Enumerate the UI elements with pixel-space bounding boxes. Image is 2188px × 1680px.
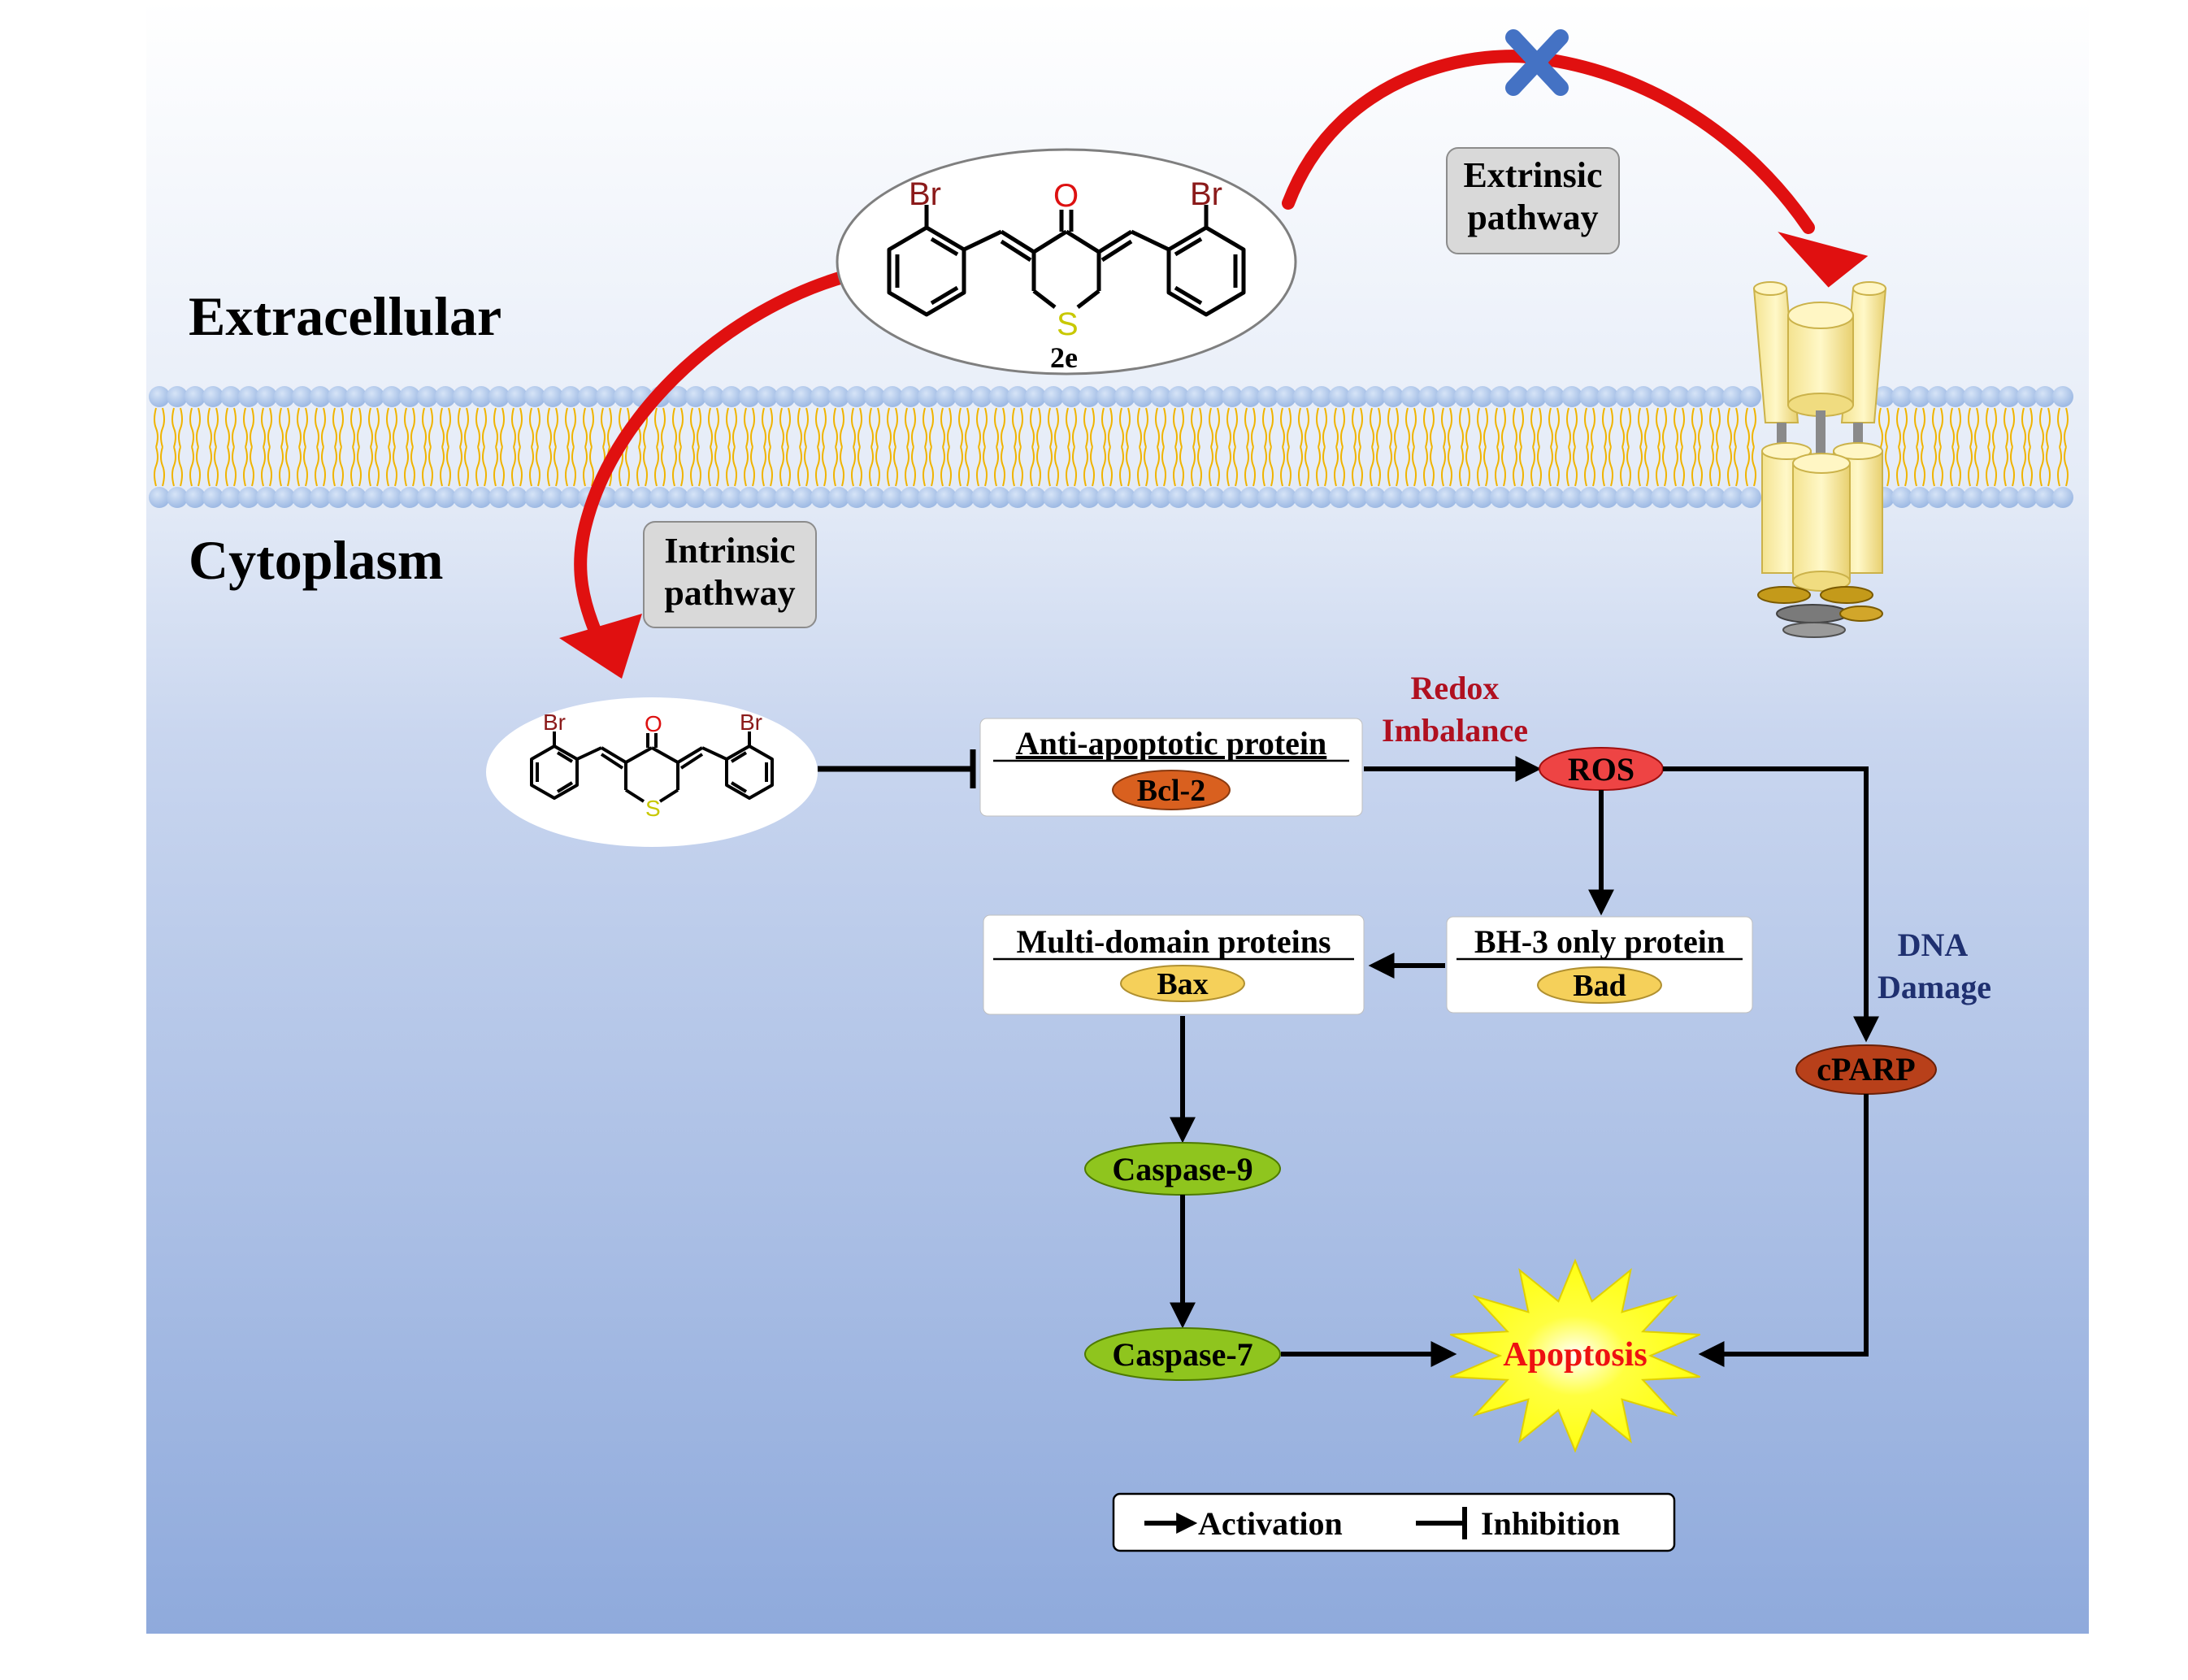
bax-node <box>1120 965 1245 1002</box>
redox-label-1: Redox <box>1411 670 1500 706</box>
arrow-cparp-apoptosis <box>1698 1094 1869 1367</box>
svg-text:Intrinsic: Intrinsic <box>664 531 795 571</box>
legend-inhibition-label: Inhibition <box>1481 1505 1620 1542</box>
cell-membrane <box>149 386 2073 508</box>
svg-text:Br: Br <box>740 710 762 735</box>
dna-label-1: DNA <box>1898 927 1969 963</box>
intrinsic-pathway-box: Intrinsic pathway <box>643 521 817 628</box>
ros-node: ROS <box>1539 747 1664 791</box>
bh3-box: BH-3 only protein Bad <box>1446 916 1753 1014</box>
arrow-ros-cparp <box>1663 766 1879 1043</box>
svg-text:BH-3 only protein: BH-3 only protein <box>1474 923 1725 960</box>
svg-text:Extrinsic: Extrinsic <box>1463 155 1602 195</box>
caspase9-node: Caspase-9 <box>1084 1142 1281 1196</box>
inhibition-line <box>818 749 976 788</box>
svg-text:ROS: ROS <box>1568 751 1634 788</box>
compound-label: 2e <box>1050 341 1078 374</box>
atom-o: O <box>1053 178 1079 214</box>
anti-apoptotic-box: Anti-apoptotic protein Bcl-2 <box>979 718 1363 817</box>
compound-intracellular: Br Br O S <box>486 697 818 847</box>
svg-text:pathway: pathway <box>1467 198 1598 237</box>
svg-text:Multi-domain proteins: Multi-domain proteins <box>1016 923 1331 960</box>
svg-text:Caspase-9: Caspase-9 <box>1112 1151 1252 1187</box>
redox-label-2: Imbalance <box>1382 712 1528 749</box>
bad-node <box>1537 966 1662 1004</box>
svg-text:Bad: Bad <box>1573 969 1626 1003</box>
cparp-node: cPARP <box>1795 1044 1937 1095</box>
bcl2-node <box>1112 770 1231 810</box>
legend-inhibition-symbol <box>1416 1507 1467 1539</box>
svg-text:Bax: Bax <box>1157 967 1208 1001</box>
legend-activation-label: Activation <box>1198 1505 1343 1542</box>
svg-text:Apoptosis: Apoptosis <box>1503 1336 1647 1374</box>
extrinsic-pathway-box: Extrinsic pathway <box>1446 147 1620 254</box>
atom-s: S <box>1057 306 1079 342</box>
caspase7-node: Caspase-7 <box>1084 1327 1281 1381</box>
svg-text:cPARP: cPARP <box>1817 1051 1915 1087</box>
svg-text:O: O <box>645 711 662 736</box>
svg-text:Bcl-2: Bcl-2 <box>1137 774 1205 808</box>
apoptosis-node: Apoptosis <box>1450 1258 1700 1453</box>
svg-text:S: S <box>645 796 661 821</box>
legend: Activation Inhibition <box>1112 1492 1676 1552</box>
svg-text:pathway: pathway <box>664 573 795 613</box>
extracellular-label: Extracellular <box>189 285 501 347</box>
svg-text:Anti-apoptotic protein: Anti-apoptotic protein <box>1016 725 1327 762</box>
block-x-icon <box>1505 29 1569 96</box>
atom-br-right: Br <box>1190 176 1222 212</box>
compound-2e: Br Br O S 2e <box>836 148 1297 376</box>
death-receptor-icon <box>1752 281 1887 638</box>
cytoplasm-label: Cytoplasm <box>189 529 444 591</box>
svg-text:Br: Br <box>543 710 566 735</box>
multidomain-box: Multi-domain proteins Bax <box>983 914 1365 1015</box>
dna-label-2: Damage <box>1878 969 1991 1005</box>
svg-text:Caspase-7: Caspase-7 <box>1112 1336 1252 1373</box>
atom-br-left: Br <box>909 176 941 212</box>
intrinsic-curved-arrow <box>559 270 852 679</box>
